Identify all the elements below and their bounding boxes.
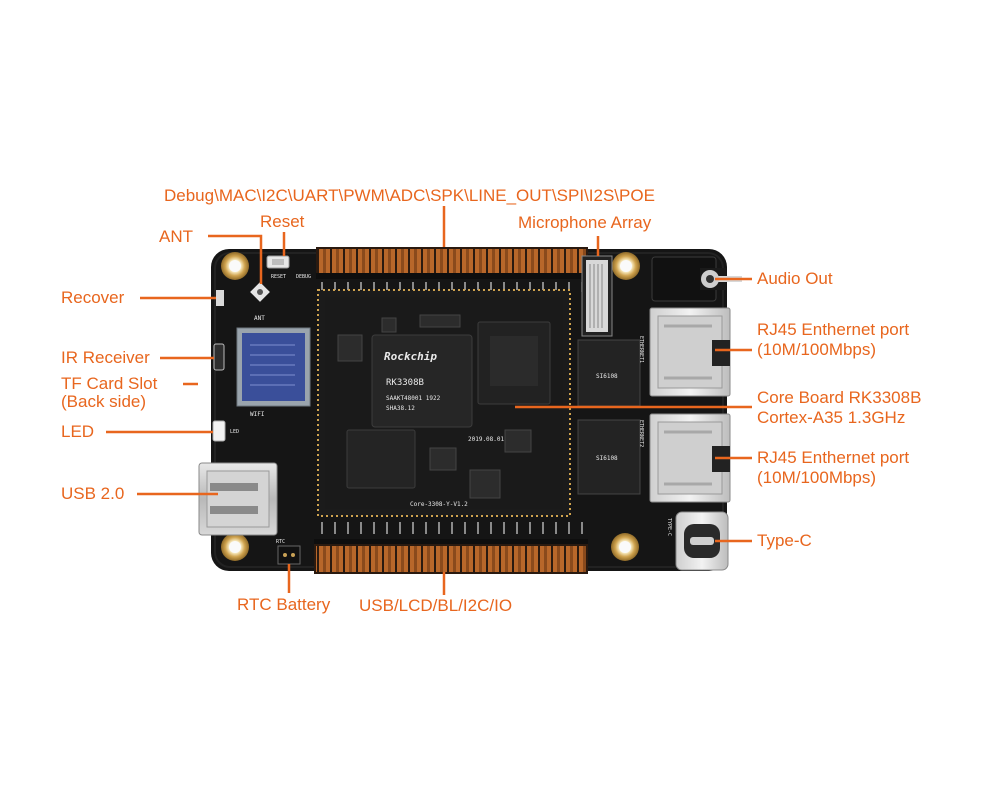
transformer-print-top: SI6108 (596, 373, 618, 380)
label-core-board-line2: Cortex-A35 1.3GHz (757, 408, 906, 427)
ethernet2-print-text: ETHERNET2 (638, 420, 644, 447)
label-audio-out: Audio Out (757, 269, 833, 288)
wifi-print-text: WIFI (250, 411, 265, 418)
ethernet-transformer-bottom (577, 419, 641, 495)
label-tf-card-line1: TF Card Slot (61, 374, 158, 393)
leader-ant (208, 234, 263, 284)
reset-print-text: RESET (271, 274, 286, 280)
small-components (337, 314, 532, 499)
ddr-memory-chip (477, 321, 551, 405)
mounting-hole-top-right (612, 252, 640, 280)
core-date-text: 2019.08.01 (468, 436, 505, 443)
label-tf-card: TF Card Slot (Back side) (61, 375, 157, 411)
label-recover: Recover (61, 288, 125, 307)
type-c-print-text: TYPE-C (666, 518, 672, 536)
ethernet1-print-text: ETHERNET1 (638, 336, 644, 363)
audio-jack (651, 256, 742, 302)
flash-chip (346, 429, 416, 489)
label-core-board-line1: Core Board RK3308B (757, 388, 922, 407)
ethernet-transformer-top (577, 339, 641, 407)
core-version-text: Core-3308-Y-V1.2 (410, 501, 468, 508)
mounting-hole-bottom-right (611, 533, 639, 561)
label-microphone-array: Microphone Array (518, 213, 652, 232)
rj45-port-bottom (649, 413, 731, 503)
label-tf-card-line2: (Back side) (61, 392, 147, 411)
bottom-pin-header (314, 539, 588, 574)
label-debug-header: Debug\MAC\I2C\UART\PWM\ADC\SPK\LINE_OUT\… (164, 186, 655, 205)
label-rj45-top-line2: (10M/100Mbps) (757, 340, 877, 359)
label-core-board: Core Board RK3308B Cortex-A35 1.3GHz (757, 388, 921, 428)
label-type-c: Type-C (757, 531, 812, 550)
label-bottom-header: USB/LCD/BL/I2C/IO (359, 596, 513, 615)
rj45-port-top (649, 307, 731, 397)
label-rj45-bottom: RJ45 Enthernet port (10M/100Mbps) (757, 448, 909, 488)
ir-receiver (213, 343, 225, 371)
led-component (212, 420, 226, 442)
label-led: LED (61, 422, 95, 441)
soc-code-text: SAAKT48001 1922 (386, 395, 441, 402)
mounting-hole-bottom-left (221, 533, 249, 561)
rtc-battery-connector (277, 545, 301, 565)
label-ir-receiver: IR Receiver (61, 348, 150, 367)
top-pin-header (316, 247, 588, 279)
label-reset: Reset (260, 212, 305, 231)
label-rj45-bottom-line1: RJ45 Enthernet port (757, 448, 910, 467)
antenna-connector (250, 282, 270, 302)
wifi-module (236, 327, 311, 407)
label-ant: ANT (159, 227, 193, 246)
bottom-header-silkscreen (321, 522, 583, 534)
soc-lot-text: SHA38.12 (386, 405, 415, 412)
label-usb2: USB 2.0 (61, 484, 125, 503)
soc-chip: Rockchip RK3308B SAAKT48001 1922 SHA38.1… (371, 334, 473, 428)
callout-lines (106, 206, 752, 595)
label-rj45-top-line1: RJ45 Enthernet port (757, 320, 910, 339)
usb-port (198, 462, 278, 536)
type-c-port (675, 511, 729, 571)
microphone-array-connector (581, 255, 613, 337)
label-rj45-top: RJ45 Enthernet port (10M/100Mbps) (757, 320, 909, 360)
led-print-text: LED (230, 429, 239, 435)
debug-print-text: DEBUG (296, 274, 311, 280)
mounting-hole-top-left (221, 252, 249, 280)
soc-model-text: RK3308B (386, 378, 424, 388)
top-header-silkscreen (321, 282, 583, 292)
recover-button (216, 290, 224, 306)
soc-brand-text: Rockchip (384, 350, 437, 363)
rtc-print-text: RTC (276, 539, 285, 545)
label-rtc-battery: RTC Battery (237, 595, 331, 614)
label-rj45-bottom-line2: (10M/100Mbps) (757, 468, 877, 487)
reset-button (266, 255, 290, 269)
transformer-print-bottom: SI6108 (596, 455, 618, 462)
ant-print-text: ANT (254, 315, 265, 322)
